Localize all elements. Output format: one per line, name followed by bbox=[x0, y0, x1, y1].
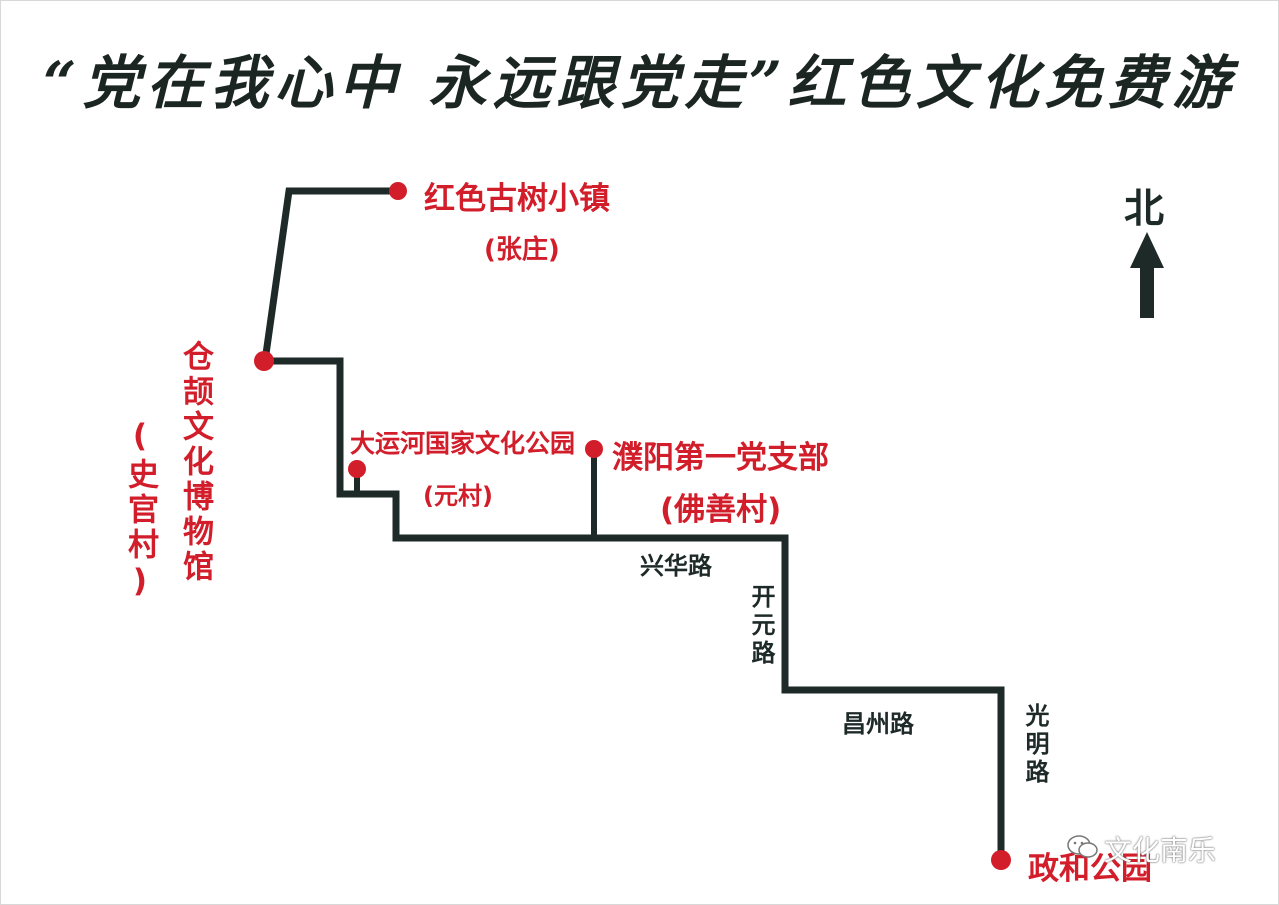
stop-label-yuancun: 大运河国家文化公园 bbox=[350, 429, 576, 458]
stop-label-cangjie: 仓颉文化博物馆 bbox=[177, 340, 213, 585]
stop-marker-cangjie[interactable] bbox=[254, 351, 274, 371]
stop-marker-zhenghe[interactable] bbox=[991, 850, 1011, 870]
road-label-kaiyuan: 开元路 bbox=[747, 584, 775, 668]
stop-marker-zhangzhuang[interactable] bbox=[389, 182, 407, 200]
wechat-icon bbox=[1067, 835, 1098, 858]
stop-sub-zhangzhuang: (张庄) bbox=[484, 235, 560, 265]
stop-sub-foshan: (佛善村) bbox=[660, 492, 782, 528]
watermark-text: 文化南乐 bbox=[1104, 834, 1217, 867]
stop-sub-cangjie: (史官村) bbox=[122, 418, 158, 603]
north-label: 北 bbox=[1124, 186, 1164, 232]
map-title: “党在我心中 永远跟党走”红色文化免费游 bbox=[43, 49, 1236, 117]
route-line bbox=[260, 187, 1005, 860]
stop-marker-yuancun[interactable] bbox=[348, 460, 366, 478]
stop-label-zhangzhuang: 红色古树小镇 bbox=[424, 181, 610, 217]
road-label-xinghua: 兴华路 bbox=[640, 552, 712, 580]
stop-marker-foshan[interactable] bbox=[585, 440, 603, 458]
stop-label-foshan: 濮阳第一党支部 bbox=[612, 440, 829, 476]
road-label-guangming: 光明路 bbox=[1021, 703, 1049, 787]
stop-sub-yuancun: (元村) bbox=[423, 482, 493, 510]
north-arrow-icon bbox=[1130, 232, 1164, 318]
road-label-changzhou: 昌州路 bbox=[842, 710, 914, 738]
